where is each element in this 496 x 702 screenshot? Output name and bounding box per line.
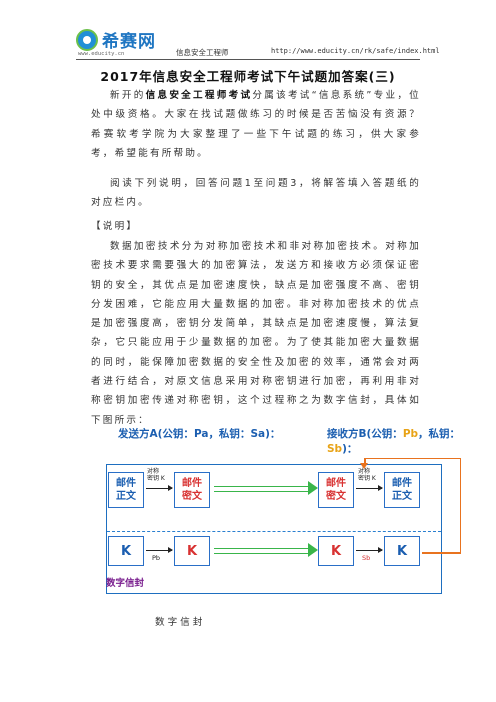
- header-title: 信息安全工程师: [176, 48, 229, 57]
- receiver-heading: 接收方B(公钥：Pb，私钥：Sb)：: [327, 428, 461, 455]
- sender-encrypted-key-box: K: [174, 536, 210, 566]
- sender-mail-plaintext-box: 邮件 正文: [108, 472, 144, 508]
- encrypt-arrow: [146, 485, 173, 491]
- envelope-frame: [106, 464, 442, 594]
- section-label: 【说明】: [91, 221, 139, 232]
- sender-heading: 发送方A(公钥：Pa，私钥：Sa)：: [118, 428, 281, 440]
- intro-pre: 新开的: [110, 90, 146, 101]
- header-url[interactable]: http://www.educity.cn/rk/safe/index.html: [271, 47, 440, 55]
- intro-paragraph: 新开的信息安全工程师考试分属该考试“信息系统”专业，位处中级资格。大家在找试题做…: [91, 86, 421, 163]
- pb-encrypt-arrow: [146, 547, 173, 553]
- intro-post: 分属该考试“信息系统”专业，位处中级资格。大家在找试题做练习的时候是否苦恼没有资…: [91, 90, 421, 159]
- digital-envelope-region: [107, 531, 441, 594]
- logo-icon: [76, 29, 98, 51]
- page-header: 希赛网 www.educity.cn 信息安全工程师 http://www.ed…: [0, 0, 496, 62]
- pb-label: Pb: [152, 554, 161, 562]
- receiver-key-box: K: [384, 536, 420, 566]
- decrypt-arrow: [356, 485, 383, 491]
- key-feedback-arrowhead: [360, 463, 368, 469]
- sender-key-box: K: [108, 536, 144, 566]
- key-feedback-path: [364, 458, 461, 554]
- site-logo[interactable]: 希赛网 www.educity.cn: [76, 27, 166, 61]
- figure-caption: 数字信封: [155, 617, 206, 628]
- logo-name: 希赛网: [102, 32, 156, 52]
- receiver-mail-plaintext-box: 邮件 正文: [384, 472, 420, 508]
- digital-envelope-figure: 发送方A(公钥：Pa，私钥：Sa)： 接收方B(公钥：Pb，私钥：Sb)： 邮件…: [100, 420, 480, 620]
- logo-url: www.educity.cn: [78, 51, 125, 57]
- key-feedback-down: [364, 458, 366, 464]
- sb-decrypt-arrow: [356, 547, 383, 553]
- receiver-encrypted-key-box: K: [318, 536, 354, 566]
- sender-mail-ciphertext-box: 邮件 密文: [174, 472, 210, 508]
- key-feedback-bottom: [422, 552, 460, 554]
- intro-link[interactable]: 信息安全工程师考试: [145, 90, 253, 101]
- receiver-mail-ciphertext-box: 邮件 密文: [318, 472, 354, 508]
- digital-envelope-label: 数字信封: [106, 578, 145, 589]
- header-divider: [76, 59, 420, 60]
- receiver-sym-key-label: 对称 密钥 K: [358, 468, 376, 482]
- document-title: 2017年信息安全工程师考试下午试题加答案(三): [100, 69, 396, 84]
- transmit-arrow-top: [214, 481, 318, 495]
- instruction-paragraph: 阅读下列说明，回答问题1至问题3，将解答填入答题纸的对应栏内。: [91, 178, 421, 209]
- sb-label: Sb: [362, 554, 371, 562]
- description-paragraph: 数据加密技术分为对称加密技术和非对称加密技术。对称加密技术要求需要强大的加密算法…: [91, 241, 421, 426]
- sender-sym-key-label: 对称 密钥 K: [147, 468, 165, 482]
- transmit-arrow-bottom: [214, 543, 318, 557]
